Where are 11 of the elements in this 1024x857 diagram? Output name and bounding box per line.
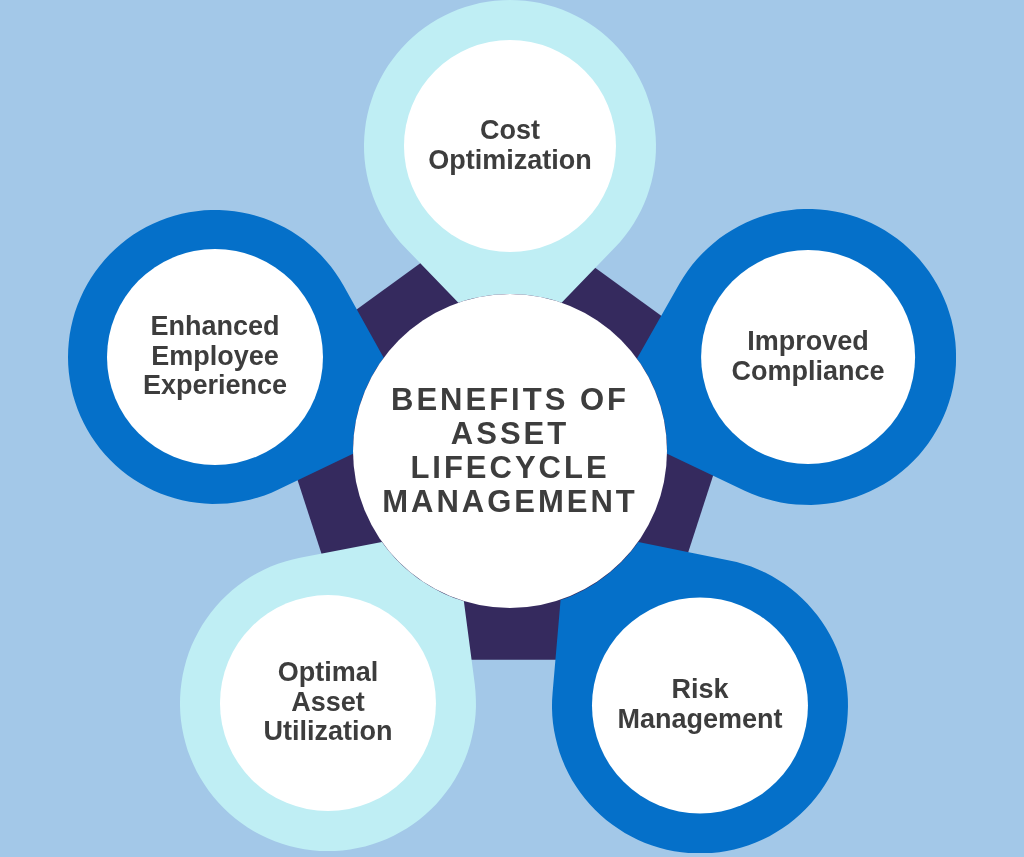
teardrop-ring	[68, 210, 384, 504]
benefit-label: Cost Optimization	[427, 116, 593, 176]
benefit-label: Enhanced Employee Experience	[141, 312, 289, 402]
teardrop-ring	[636, 209, 956, 505]
teardrop-ring	[364, 0, 656, 303]
benefit-label: Improved Compliance	[730, 327, 886, 387]
benefit-label: Optimal Asset Utilization	[262, 658, 394, 748]
teardrop-ring	[180, 541, 476, 851]
benefit-label: Risk Management	[616, 675, 784, 735]
teardrop-ring	[552, 541, 848, 853]
hub-title: BENEFITS OF ASSET LIFECYCLE MANAGEMENT	[381, 382, 639, 520]
